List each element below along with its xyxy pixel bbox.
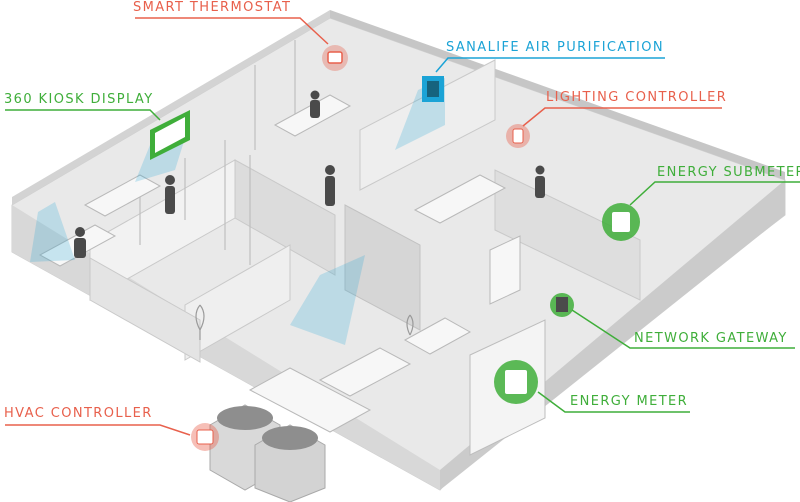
- label-energy-submeter: ENERGY SUBMETER: [657, 165, 800, 180]
- label-sanalife-air-purification: SANALIFE AIR PURIFICATION: [446, 40, 665, 55]
- leader-smart-thermostat: [135, 17, 329, 45]
- partition-hall-right: [359, 59, 496, 191]
- kiosk-display-icon: [150, 110, 190, 160]
- thermostat-icon: [322, 45, 348, 71]
- leader-energy-meter: [537, 391, 690, 413]
- label-network-gateway: NETWORK GATEWAY: [634, 331, 788, 346]
- air-purifier-icon: [422, 76, 444, 102]
- label-hvac-controller: HVAC CONTROLLER: [4, 406, 153, 421]
- partition-office-front: [89, 257, 201, 363]
- leader-submeter: [629, 181, 800, 206]
- glass-partitions: [139, 40, 296, 265]
- energy-meter-icon: [494, 360, 538, 404]
- back-wall-left: [12, 10, 330, 205]
- network-gateway-icon: [550, 293, 574, 317]
- leader-hvac: [5, 424, 191, 436]
- leader-gateway: [571, 309, 795, 349]
- label-smart-thermostat: SMART THERMOSTAT: [133, 0, 292, 15]
- leader-sanalife: [435, 57, 665, 73]
- label-kiosk-display: 360 KIOSK DISPLAY: [4, 92, 154, 107]
- people: [74, 90, 545, 258]
- lighting-controller-icon: [506, 124, 530, 148]
- label-lighting-controller: LIGHTING CONTROLLER: [546, 90, 728, 105]
- plants: [195, 304, 414, 340]
- leader-lines: [5, 17, 800, 436]
- hvac-controller-icon: [191, 423, 219, 451]
- back-wall-right: [330, 10, 785, 180]
- partition-core: [344, 204, 421, 331]
- leader-kiosk: [5, 109, 161, 121]
- energy-submeter-icon: [602, 203, 640, 241]
- leader-lighting: [522, 107, 722, 127]
- label-energy-meter: ENERGY METER: [570, 394, 689, 409]
- partition-center: [234, 159, 336, 276]
- hvac-units: [209, 404, 326, 502]
